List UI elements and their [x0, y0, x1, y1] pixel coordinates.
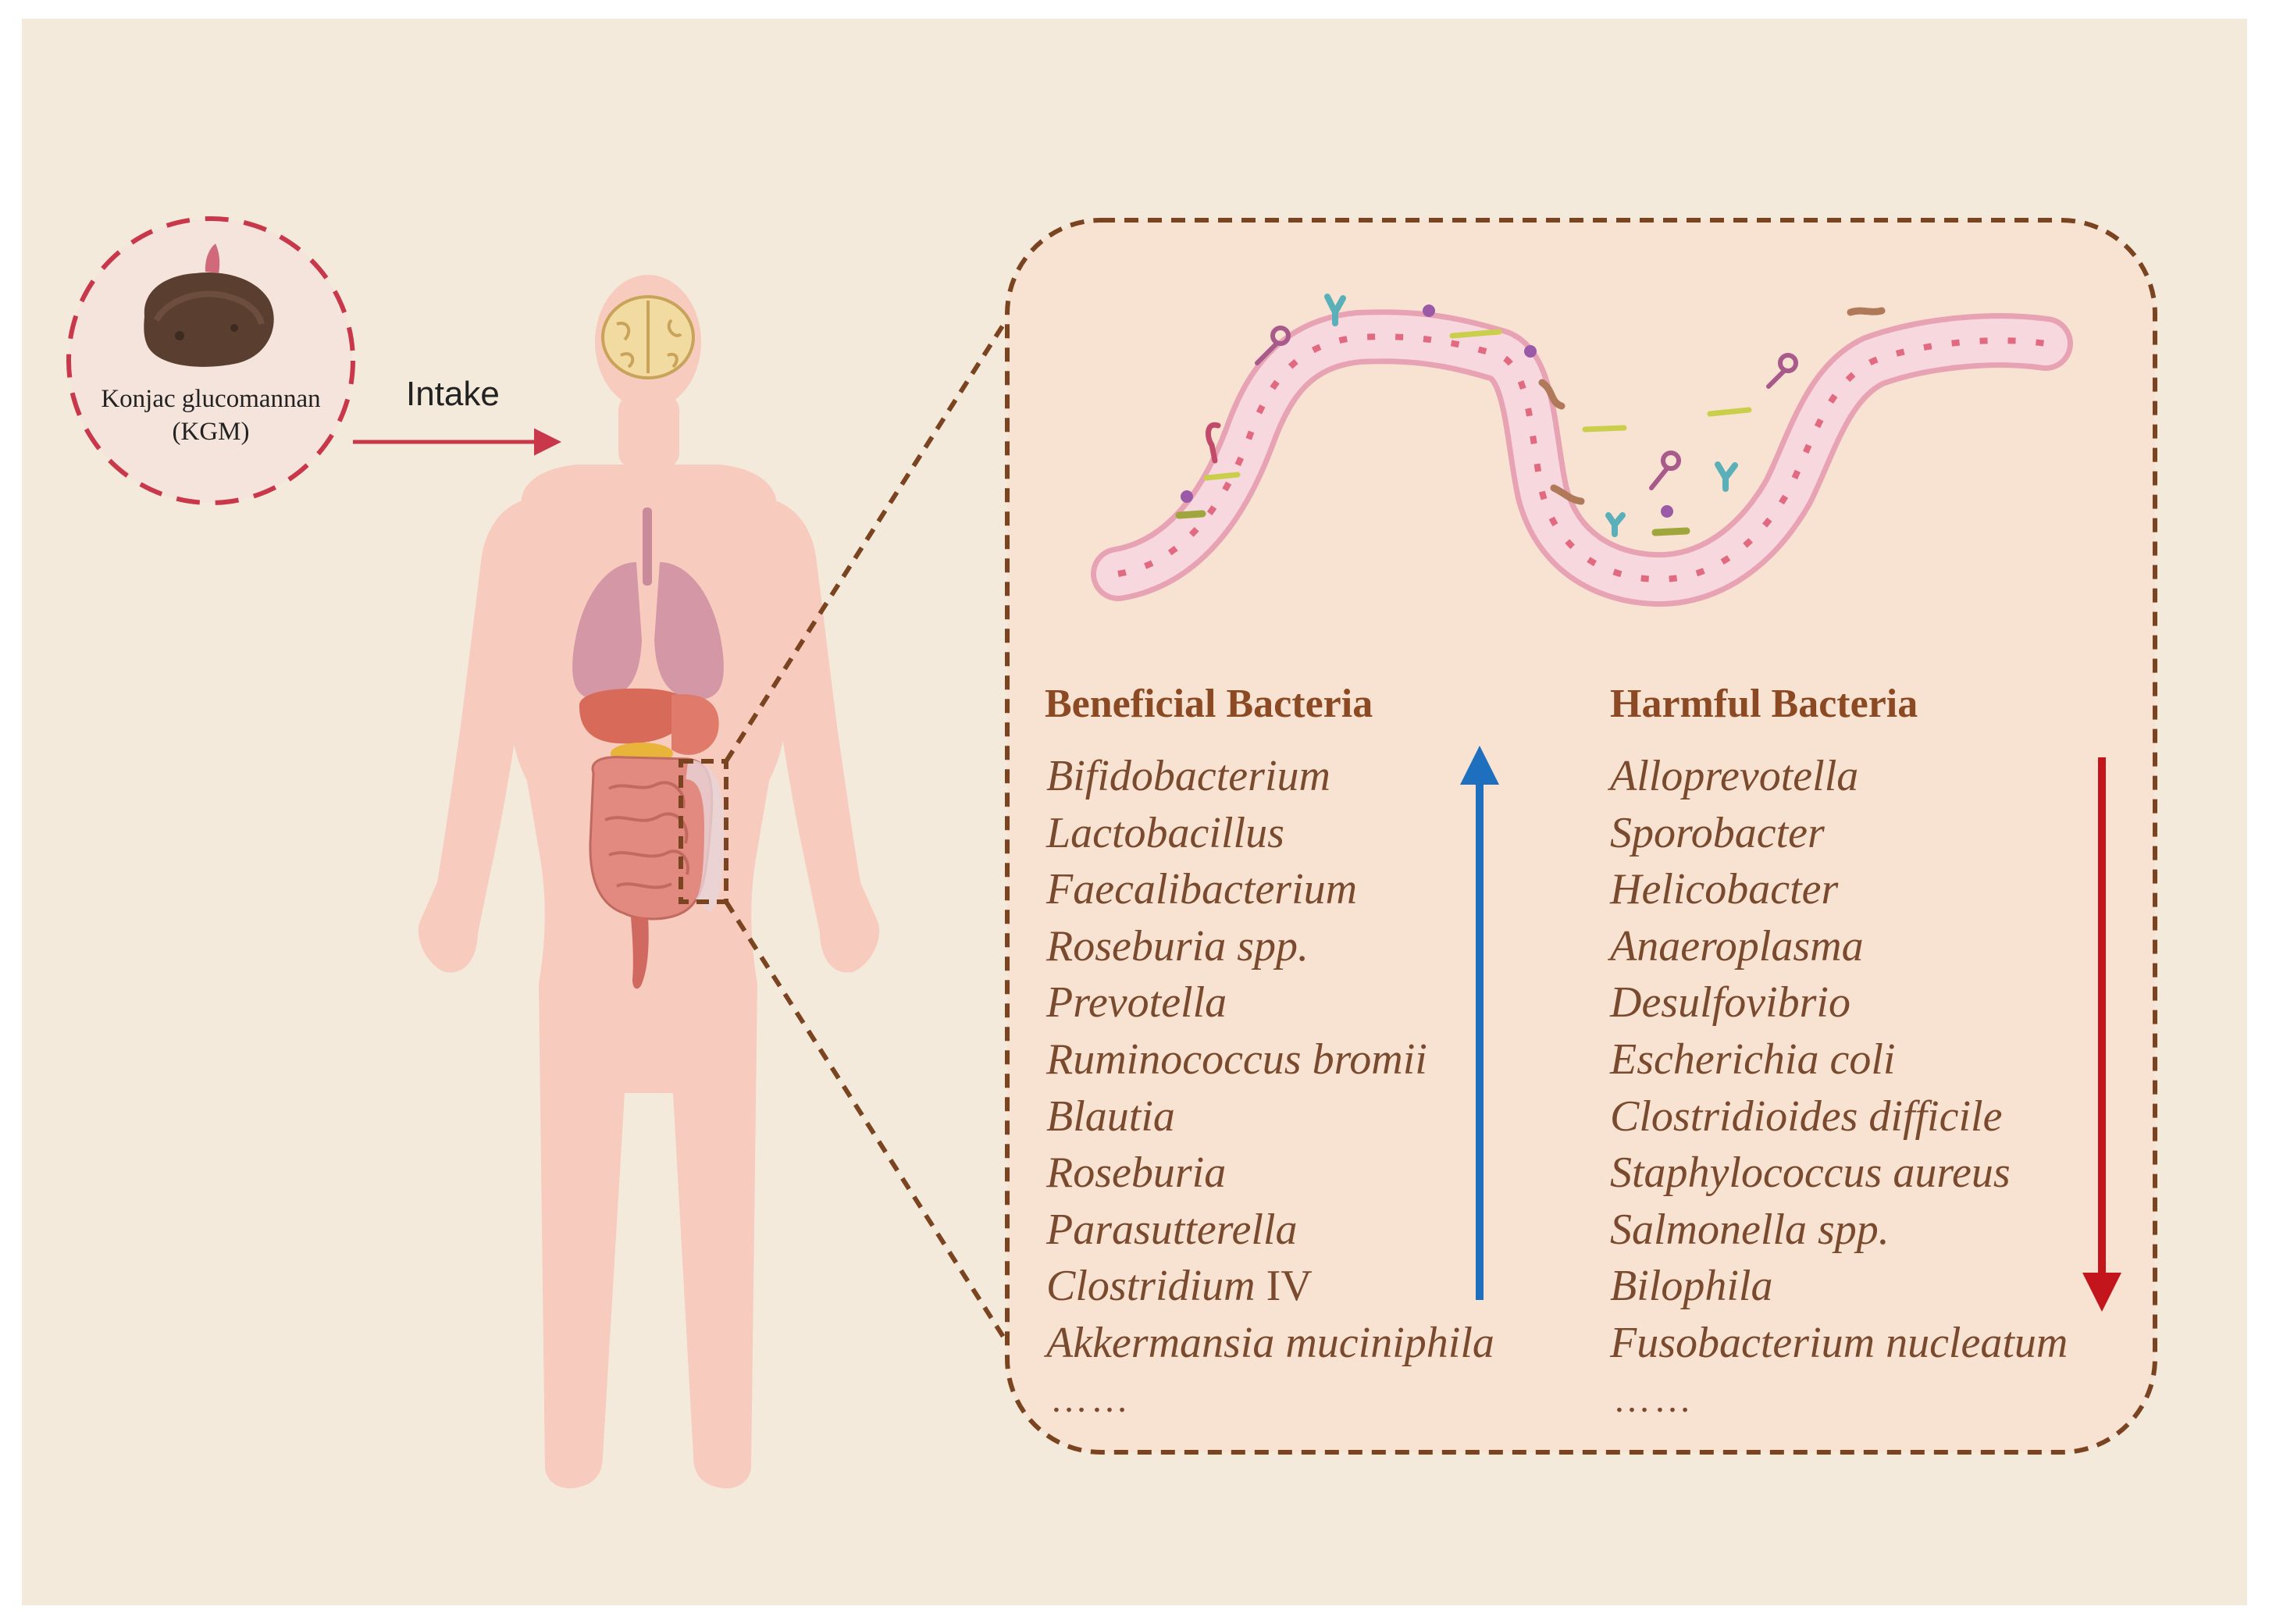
harmful-bacterium: Bilophila	[1610, 1258, 2068, 1315]
beneficial-bacterium-name: Blautia	[1046, 1092, 1175, 1141]
beneficial-bacterium: Clostridium IV	[1046, 1258, 1494, 1315]
harmful-bacterium-name: Alloprevotella	[1610, 752, 1859, 800]
harmful-bacterium-name: Clostridioides difficile	[1610, 1092, 2003, 1141]
harmful-bacterium: Alloprevotella	[1610, 748, 2068, 805]
harmful-bacterium: Staphylococcus aureus	[1610, 1145, 2068, 1202]
harmful-bacterium: Sporobacter	[1610, 805, 2068, 862]
harmful-bacterium: Anaeroplasma	[1610, 918, 2068, 975]
colon-zoom-box	[679, 759, 728, 904]
harmful-bacterium-name: Bilophila	[1610, 1262, 1773, 1311]
harmful-bacterium-name: Sporobacter	[1610, 808, 1825, 857]
beneficial-bacterium: Faecalibacterium	[1046, 861, 1494, 918]
beneficial-bacterium-name: Roseburia spp.	[1046, 921, 1309, 970]
harmful-bacterium: Desulfovibrio	[1610, 974, 2068, 1031]
harmful-bacterium: Escherichia coli	[1610, 1031, 2068, 1088]
harmful-bacterium-name: Desulfovibrio	[1610, 978, 1850, 1027]
microbiota-panel	[1005, 218, 2157, 1455]
beneficial-bacterium-name: Akkermansia muciniphila	[1046, 1318, 1494, 1367]
beneficial-bacterium: Roseburia	[1046, 1145, 1494, 1202]
beneficial-bacterium-name: Lactobacillus	[1046, 808, 1284, 857]
harmful-bacterium: Fusobacterium nucleatum	[1610, 1315, 2068, 1372]
intestinal-epithelium-illustration	[1091, 294, 2073, 607]
harmful-bacterium-name: Fusobacterium nucleatum	[1610, 1318, 2068, 1367]
harmful-bacterium-name: Salmonella spp.	[1610, 1205, 1890, 1254]
beneficial-bacterium-name: Faecalibacterium	[1046, 865, 1358, 914]
harmful-bacterium-name: Anaeroplasma	[1610, 921, 1864, 970]
beneficial-bacterium-name: Prevotella	[1046, 978, 1227, 1027]
lungs-icon	[572, 508, 724, 700]
harmful-bacterium: Clostridioides difficile	[1610, 1088, 2068, 1145]
beneficial-bacterium-name: Roseburia	[1046, 1149, 1227, 1198]
harmful-bacterium-name: Escherichia coli	[1610, 1035, 1896, 1084]
beneficial-bacterium-name: Bifidobacterium	[1046, 752, 1330, 800]
liver-stomach-icon	[579, 688, 719, 764]
beneficial-heading: Beneficial Bacteria	[1045, 682, 1373, 726]
beneficial-bacterium: Blautia	[1046, 1088, 1494, 1145]
beneficial-bacterium-name: Parasutterella	[1046, 1205, 1298, 1254]
kgm-name: Konjac glucomannan	[101, 385, 321, 413]
clostridium-cluster-suffix: IV	[1255, 1262, 1313, 1311]
beneficial-bacterium-name: Ruminococcus bromii	[1046, 1035, 1427, 1084]
kgm-label: Konjac glucomannan (KGM)	[55, 383, 367, 448]
harmful-heading: Harmful Bacteria	[1610, 682, 1918, 726]
kgm-abbrev: (KGM)	[172, 418, 250, 446]
harmful-ellipsis: ……	[1613, 1379, 1694, 1420]
beneficial-bacterium-name: Clostridium	[1046, 1262, 1256, 1311]
konjac-tuber-icon	[144, 244, 274, 367]
brain-icon	[601, 295, 695, 379]
beneficial-bacterium: Akkermansia muciniphila	[1046, 1315, 1494, 1372]
harmful-bacterium-name: Staphylococcus aureus	[1610, 1149, 2011, 1198]
harmful-bacterium-name: Helicobacter	[1610, 865, 1839, 914]
beneficial-bacterium: Ruminococcus bromii	[1046, 1031, 1494, 1088]
beneficial-bacterium: Lactobacillus	[1046, 805, 1494, 862]
beneficial-ellipsis: ……	[1050, 1379, 1131, 1420]
kgm-badge	[66, 216, 355, 505]
harmful-bacterium: Helicobacter	[1610, 861, 2068, 918]
beneficial-bacterium: Roseburia spp.	[1046, 918, 1494, 975]
beneficial-bacterium: Prevotella	[1046, 974, 1494, 1031]
harmful-bacterium: Salmonella spp.	[1610, 1202, 2068, 1259]
intake-label: Intake	[406, 375, 500, 413]
beneficial-bacterium: Bifidobacterium	[1046, 748, 1494, 805]
beneficial-bacterium: Parasutterella	[1046, 1202, 1494, 1259]
